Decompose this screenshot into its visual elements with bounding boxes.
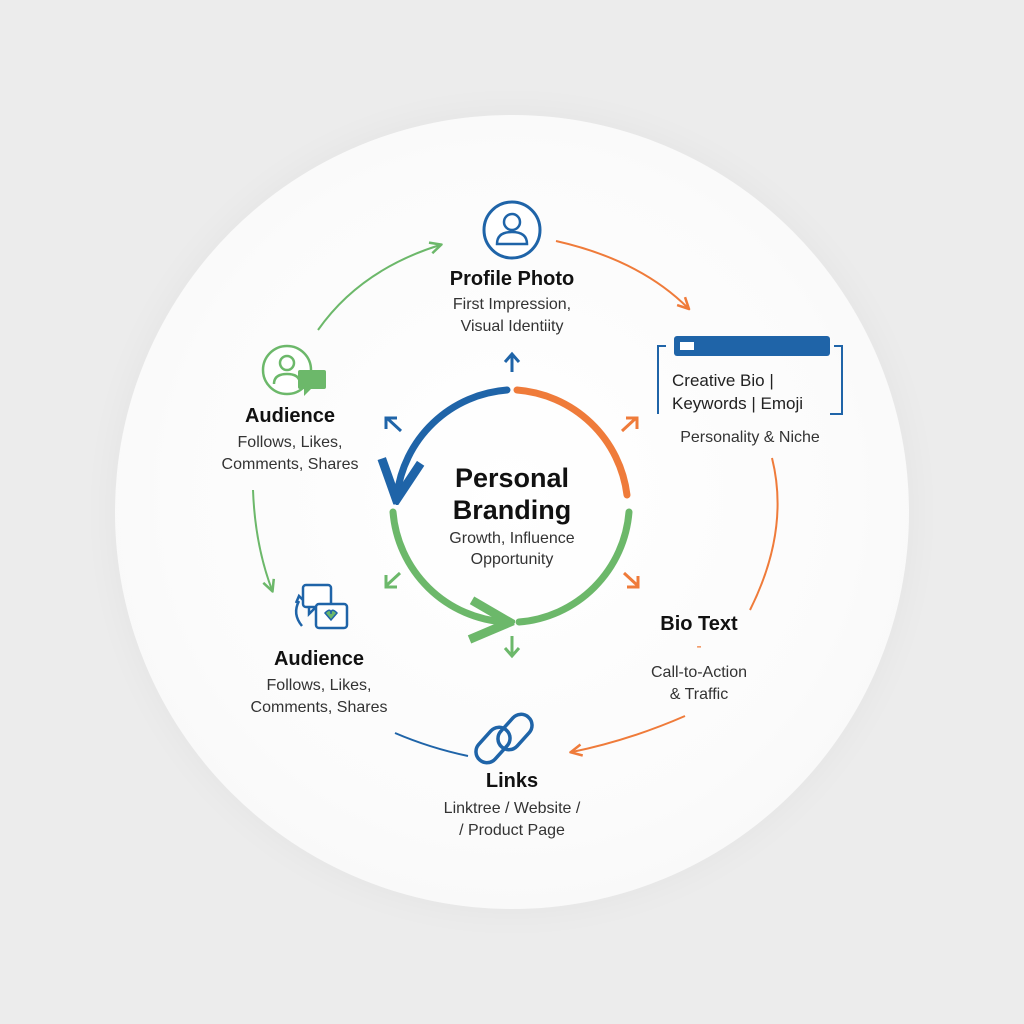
bio-card-caption: Personality & Niche — [680, 429, 820, 446]
center-title-line1: Personal — [454, 463, 570, 493]
bio-text-dash: - — [696, 638, 702, 655]
ring-green-segment-right — [515, 508, 633, 626]
ring-orange-segment — [513, 386, 631, 499]
bio-text-line2: & Traffic — [669, 686, 729, 703]
links-node: Links Linktree / Website / / Product Pag… — [412, 770, 612, 842]
arc-bio-down — [749, 457, 779, 611]
radiating-arrow-upleft — [384, 416, 403, 433]
arc-audience-to-profile — [317, 245, 440, 331]
center-label: Personal Branding Growth, Influence Oppo… — [412, 462, 612, 570]
audience-top-line1: Follows, Likes, — [237, 434, 343, 451]
ring-green-segment — [389, 508, 505, 622]
audience-bottom-line1: Follows, Likes, — [266, 677, 372, 694]
arc-links-to-audience — [394, 732, 469, 757]
links-title: Links — [485, 770, 539, 792]
audience-bottom-line2: Comments, Shares — [250, 699, 388, 716]
chain-link-icon — [474, 712, 534, 765]
radiating-arrow-downleft — [384, 571, 402, 589]
audience-top-line2: Comments, Shares — [221, 456, 359, 473]
audience-bottom-title: Audience — [273, 648, 365, 670]
user-chat-icon — [261, 344, 326, 396]
bio-card-line2: Keywords | Emoji — [672, 394, 804, 413]
radiating-arrow-downright — [622, 571, 640, 589]
profile-photo-line2: Visual Identiity — [460, 318, 564, 335]
links-line1: Linktree / Website / — [443, 800, 581, 817]
bio-text-line1: Call-to-Action — [650, 664, 748, 681]
center-title-line2: Branding — [452, 495, 572, 525]
arc-biotext-to-links — [572, 715, 686, 752]
engagement-chat-icon — [294, 583, 349, 630]
bio-card-line1: Creative Bio | — [672, 371, 774, 390]
bio-text-node: Bio Text - Call-to-Action & Traffic — [609, 613, 789, 706]
audience-bottom-node: Audience Follows, Likes, Comments, Share… — [219, 648, 419, 719]
bio-text-title: Bio Text — [660, 613, 738, 635]
arc-profile-to-bio — [555, 240, 688, 308]
arc-audience-down — [252, 489, 272, 590]
radiating-arrow-down — [503, 636, 521, 659]
profile-photo-node: Profile Photo First Impression, Visual I… — [392, 268, 632, 338]
audience-top-title: Audience — [244, 405, 336, 427]
profile-photo-line1: First Impression, — [452, 296, 572, 313]
profile-photo-title: Profile Photo — [449, 268, 575, 290]
center-sub-line2: Opportunity — [470, 551, 554, 568]
radiating-arrow-up — [503, 351, 521, 372]
audience-top-node: Audience Follows, Likes, Comments, Share… — [190, 405, 390, 476]
ring-blue-segment — [397, 386, 511, 495]
links-line2: / Product Page — [459, 822, 565, 839]
bio-card-icon — [657, 336, 843, 415]
center-sub-line1: Growth, Influence — [449, 530, 575, 547]
user-circle-icon — [482, 200, 542, 260]
radiating-arrow-upright — [620, 416, 639, 433]
